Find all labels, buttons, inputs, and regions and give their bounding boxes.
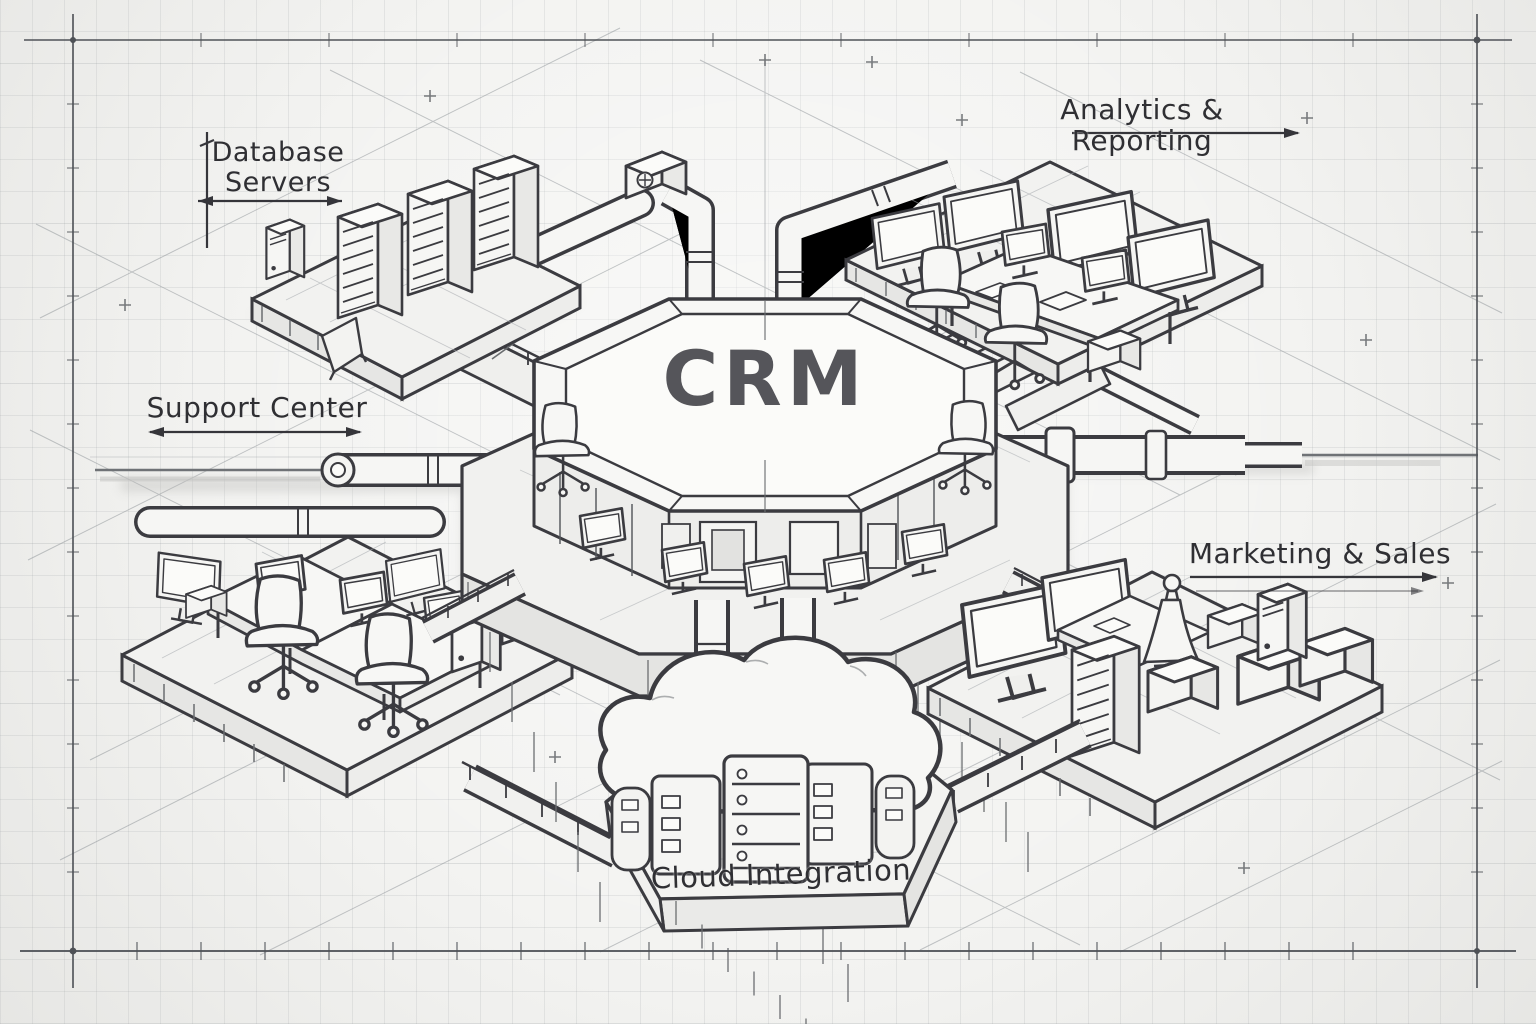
terminal-icon <box>265 218 306 281</box>
cloud-server-stack-icon <box>610 754 916 884</box>
pipe-database-crm <box>505 150 715 312</box>
cross-tick-marks <box>119 54 1454 874</box>
analytics-arrow <box>1072 128 1300 138</box>
server-rack-icon <box>406 179 474 297</box>
platform-analytics-reporting <box>844 160 1264 391</box>
annotation-arrows <box>148 128 1438 595</box>
support-arrow <box>148 427 362 437</box>
tower-pc-icon <box>1256 582 1308 662</box>
marketing-arrow <box>1190 572 1438 595</box>
mannequin-icon <box>1142 573 1200 668</box>
leaning-panel-icon <box>320 316 368 381</box>
platform-cloud-integration <box>597 635 958 1024</box>
server-rack-icon <box>336 202 404 320</box>
server-rack-icon <box>472 154 540 272</box>
blueprint-frame <box>20 14 1516 988</box>
crm-building <box>532 297 998 590</box>
pipe-junction-box <box>624 150 688 200</box>
platform-database-servers <box>250 154 582 402</box>
walkway-left <box>421 569 527 644</box>
ramp-support-cloud <box>461 760 625 868</box>
database-dimension-lines <box>198 132 342 248</box>
